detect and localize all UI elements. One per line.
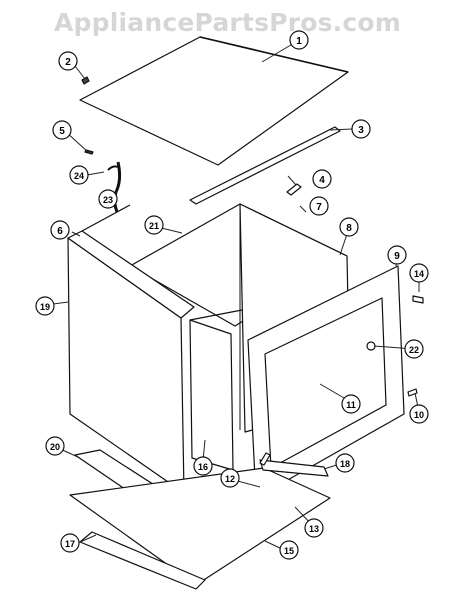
callout-14: 14 [409,263,429,283]
front-rail [79,531,206,590]
callout-24: 24 [69,165,89,185]
fastener-part-2 [81,76,90,85]
bracket-part [286,183,302,196]
top-rail [189,126,341,205]
callout-16: 16 [193,456,213,476]
callouts-layer: 1 2 3 4 5 6 7 [35,30,429,560]
callout-label-6: 6 [57,226,63,237]
callout-21: 21 [144,215,164,235]
callout-label-7: 7 [316,202,322,213]
watermark-text: AppliancePartsPros.com [53,8,402,37]
callout-22: 22 [404,339,424,359]
callout-label-9: 9 [394,251,400,262]
callout-8: 8 [339,217,359,237]
callout-label-17: 17 [65,539,75,549]
callout-9: 9 [387,245,407,265]
callout-label-3: 3 [358,125,364,136]
callout-label-23: 23 [103,195,113,205]
callout-4: 4 [312,169,332,189]
callout-label-21: 21 [149,221,159,231]
callout-18: 18 [335,453,355,473]
callout-5: 5 [52,120,72,140]
callout-11: 11 [341,394,361,414]
callout-17: 17 [60,533,80,553]
hinge-part [259,452,271,466]
callout-label-2: 2 [65,57,71,68]
callout-3: 3 [351,119,371,139]
callout-15: 15 [279,540,299,560]
callout-6: 6 [50,220,70,240]
callout-label-20: 20 [50,442,60,452]
callout-10: 10 [409,404,429,424]
callout-7: 7 [309,196,329,216]
base-pan [69,467,331,586]
inner-wall [189,319,234,471]
callout-label-14: 14 [414,269,424,279]
callout-label-11: 11 [346,400,356,410]
callout-label-18: 18 [340,459,350,469]
callout-2: 2 [58,51,78,71]
callout-12: 12 [220,468,240,488]
power-cord [113,161,122,213]
callout-label-8: 8 [346,223,352,234]
callout-label-16: 16 [198,462,208,472]
callout-label-15: 15 [284,546,294,556]
callout-label-22: 22 [409,345,419,355]
callout-label-13: 13 [309,524,319,534]
pin-part [407,388,418,397]
callout-label-12: 12 [225,474,235,484]
callout-23: 23 [98,189,118,209]
callout-19: 19 [35,296,55,316]
callout-label-5: 5 [59,126,65,137]
grommet-part [366,341,376,351]
callout-label-10: 10 [414,410,424,420]
callout-20: 20 [45,436,65,456]
callout-label-1: 1 [296,36,302,47]
door-opening [264,297,387,469]
valve-part [412,295,424,304]
callout-1: 1 [289,30,309,50]
callout-label-19: 19 [40,302,50,312]
callout-label-24: 24 [74,171,84,181]
callout-13: 13 [304,518,324,538]
callout-label-4: 4 [319,175,325,186]
